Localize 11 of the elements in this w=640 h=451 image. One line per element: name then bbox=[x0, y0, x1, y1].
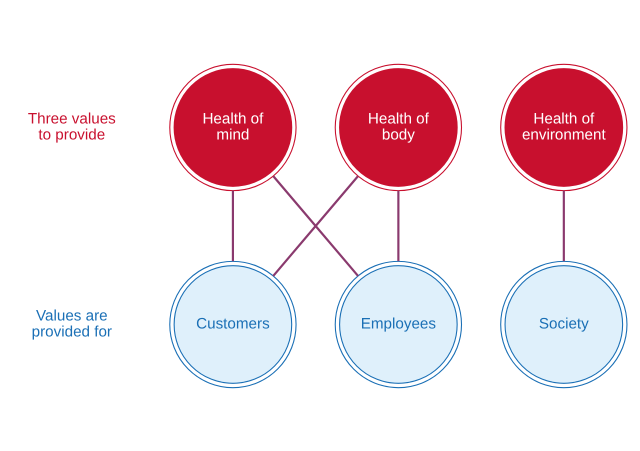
node-circle: Employees bbox=[334, 260, 462, 388]
connector bbox=[232, 190, 234, 261]
node-circle: Health of environment bbox=[500, 63, 628, 191]
connector bbox=[562, 190, 565, 261]
node-circle: Health of body bbox=[334, 63, 462, 191]
node-circle: Customers bbox=[169, 260, 297, 388]
label: Values are provided for bbox=[32, 306, 112, 340]
node-circle: Health of mind bbox=[169, 63, 297, 191]
connector bbox=[397, 190, 400, 261]
node-circle: Society bbox=[500, 260, 628, 388]
label: Three values to provide bbox=[28, 110, 116, 144]
